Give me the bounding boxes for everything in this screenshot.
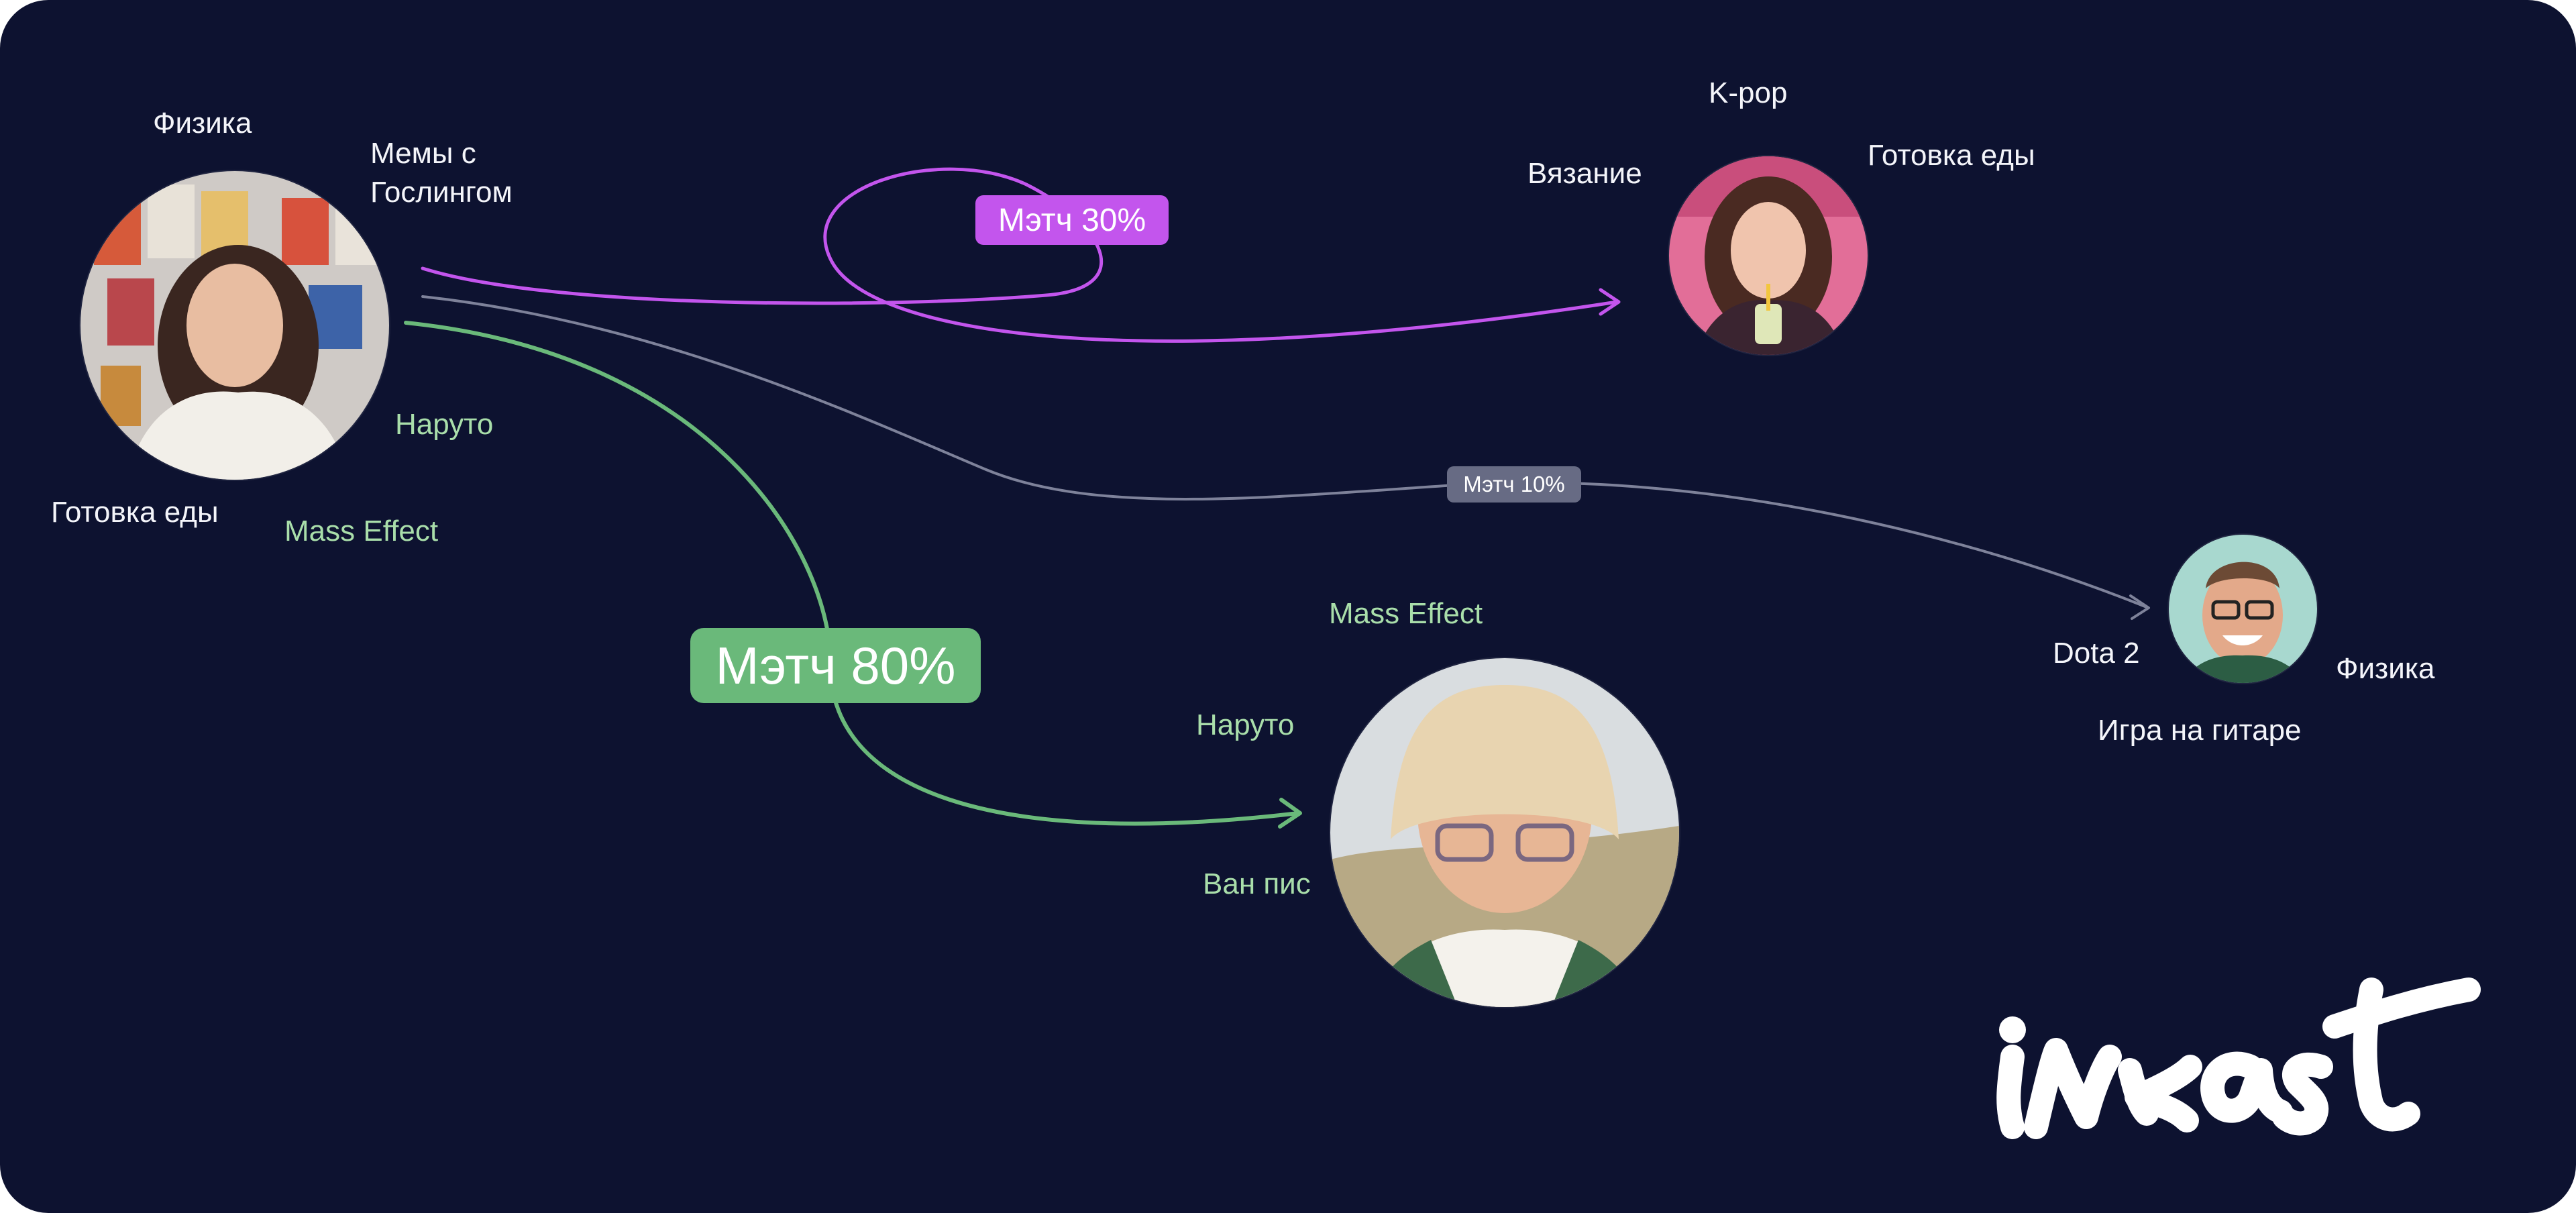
- right-person-avatar[interactable]: [2169, 535, 2317, 683]
- center-interest-naruto: Наруто: [395, 408, 494, 441]
- bottom-person-avatar[interactable]: [1330, 658, 1679, 1007]
- bottom-interest-naruto: Наруто: [1196, 708, 1295, 741]
- match-badge-bottom: Мэтч 80%: [690, 628, 981, 703]
- inkast-logo: inkast: [1996, 978, 2481, 1139]
- top-person-avatar[interactable]: [1669, 156, 1868, 355]
- center-interest-gosling-memes: Мемы с Гослингом: [370, 137, 513, 209]
- top-interest-cooking: Готовка еды: [1868, 139, 2035, 172]
- center-interest-cooking: Готовка еды: [51, 496, 219, 529]
- right-interest-guitar: Игра на гитаре: [2098, 714, 2302, 747]
- match-badge-right: Мэтч 10%: [1447, 466, 1581, 503]
- top-interest-knitting: Вязание: [1527, 157, 1642, 190]
- right-interest-physics: Физика: [2336, 652, 2435, 685]
- arrow-top-icon: [1599, 288, 1621, 316]
- match-curve-top: [421, 167, 1619, 343]
- arrow-right-icon: [2129, 594, 2150, 620]
- right-interest-dota: Dota 2: [2053, 637, 2140, 670]
- center-interest-physics: Физика: [153, 107, 252, 140]
- arrow-bottom-icon: [1278, 798, 1302, 829]
- top-interest-kpop: K-pop: [1709, 76, 1788, 109]
- match-curve-right: [421, 295, 2148, 609]
- match-badge-top: Мэтч 30%: [975, 195, 1169, 245]
- center-person-avatar[interactable]: [80, 171, 389, 480]
- center-interest-mass-effect: Mass Effect: [284, 515, 439, 547]
- bottom-interest-mass-effect: Mass Effect: [1329, 597, 1483, 630]
- bottom-interest-one-piece: Ван пис: [1203, 867, 1311, 900]
- match-curve-bottom: [404, 321, 1300, 826]
